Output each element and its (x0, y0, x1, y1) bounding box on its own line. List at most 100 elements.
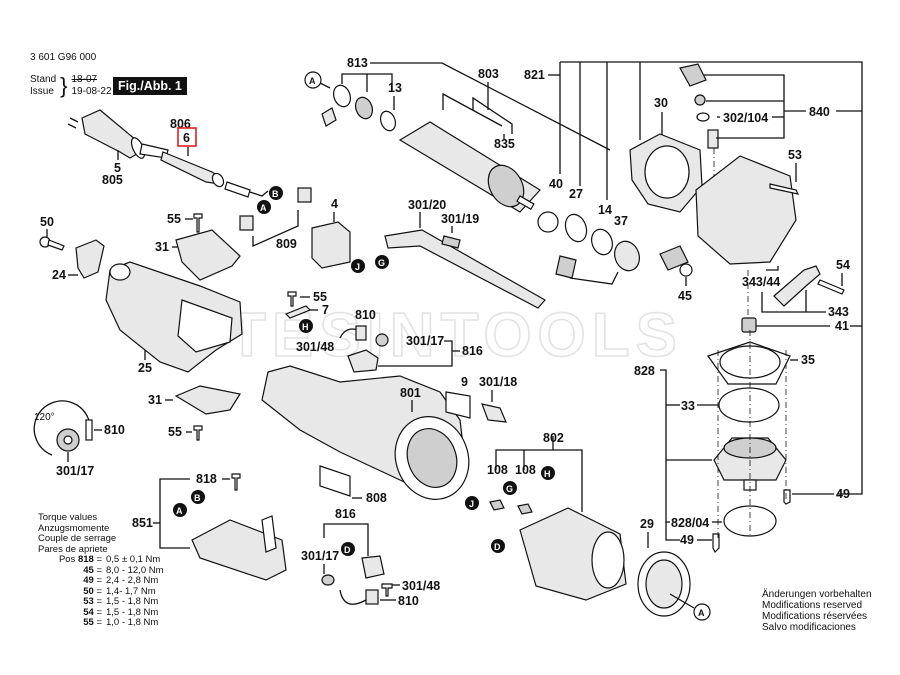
label-828: 828 (634, 364, 655, 378)
bushing-41 (741, 317, 757, 333)
label-33: 33 (681, 399, 695, 413)
torque-row: 54 = 1,5 - 1,8 Nm (83, 606, 159, 618)
spring-840 (694, 94, 706, 106)
label-5: 5 (114, 161, 121, 175)
label-301-18: 301/18 (479, 375, 517, 389)
label-810b: 810 (104, 423, 125, 437)
lock-button-840 (679, 63, 707, 87)
torque-heading-en: Torque values (38, 512, 98, 523)
label-angle: 120° (34, 412, 55, 423)
brush-pad (555, 255, 577, 279)
label-9: 9 (461, 375, 468, 389)
label-810c: 810 (398, 594, 419, 608)
label-40: 40 (549, 177, 563, 191)
cover-31a (175, 229, 241, 281)
label-55b: 55 (313, 290, 327, 304)
part-number: 3 601 G96 000 (30, 52, 97, 63)
svg-text:A: A (698, 608, 705, 618)
figure-label: Fig./Abb. 1 (113, 77, 187, 95)
stand-label: Stand (30, 74, 57, 85)
label-301-48b: 301/48 (402, 579, 440, 593)
label-53: 53 (788, 148, 802, 162)
nut-45 (679, 263, 693, 277)
air-guide-ring-29 (637, 551, 691, 617)
button-301-18 (481, 403, 507, 423)
label-343: 343 (828, 305, 849, 319)
bevel-gear-assembly (713, 437, 787, 491)
pin-840 (707, 129, 719, 149)
oring-33 (718, 387, 780, 423)
svg-text:D: D (494, 542, 501, 552)
connector-j-marker (351, 259, 365, 273)
connector-j-marker-2 (465, 496, 479, 510)
label-50: 50 (40, 215, 54, 229)
label-343-44: 343/44 (742, 275, 780, 289)
connector-b-marker (269, 186, 283, 200)
label-30: 30 (654, 96, 668, 110)
label-55c: 55 (168, 425, 182, 439)
label-31a: 31 (155, 240, 169, 254)
holder-851 (191, 519, 287, 581)
torque-row: 55 = 1,0 - 1,8 Nm (83, 617, 159, 628)
modif-de: Änderungen vorbehalten (762, 589, 872, 600)
label-29: 29 (640, 517, 654, 531)
clip-809-a (297, 187, 312, 203)
label-31b: 31 (148, 393, 162, 407)
label-54: 54 (836, 258, 850, 272)
connector-d-marker-2 (491, 539, 505, 553)
label-301-17c: 301/17 (301, 549, 339, 563)
svg-text:H: H (544, 469, 551, 479)
screw-55a (193, 213, 203, 233)
label-25: 25 (138, 361, 152, 375)
label-55a: 55 (167, 212, 181, 226)
svg-text:B: B (194, 493, 201, 503)
spring-301-17-left (33, 400, 93, 456)
screw-49a (783, 489, 791, 505)
torque-heading-de: Anzugsmomente (38, 522, 110, 534)
gear-cover-opening (644, 145, 690, 199)
label-13: 13 (388, 81, 402, 95)
torque-row: 49 = 2,4 - 2,8 Nm (83, 575, 159, 586)
torque-row: 50 = 1,4- 1,7 Nm (83, 585, 156, 597)
screw-818 (231, 473, 241, 491)
label-835: 835 (494, 137, 515, 151)
brace-icon: } (60, 73, 68, 98)
svg-text:J: J (469, 499, 474, 509)
label-24: 24 (52, 268, 66, 282)
connector-a-marker (257, 200, 271, 214)
torque-row: 53 = 1,5 - 1,8 Nm (83, 596, 159, 607)
label-301-48a: 301/48 (296, 340, 334, 354)
label-828-04: 828/04 (671, 516, 709, 530)
brush-810 (355, 325, 367, 341)
label-45: 45 (678, 289, 692, 303)
label-810a: 810 (355, 308, 376, 322)
bearing-14 (591, 228, 613, 256)
torque-values-table: Torque values Anzugsmomente Couple de se… (38, 512, 164, 629)
svg-text:G: G (378, 258, 385, 268)
svg-text:H: H (302, 322, 309, 332)
revision-info: Stand Issue } 18-07 19-08-22 (30, 74, 112, 98)
connector-g-marker-2 (503, 481, 517, 495)
label-plate-9 (445, 391, 471, 419)
modif-es: Salvo modificaciones (762, 622, 856, 633)
lever-343 (773, 265, 821, 307)
bearing-813a (332, 84, 352, 108)
svg-text:A: A (309, 76, 316, 86)
torque-heading-fr: Couple de serrage (38, 533, 117, 544)
gear-housing (695, 155, 797, 265)
connector-a-ring-1 (304, 71, 322, 89)
connector-g-marker (375, 255, 389, 269)
label-821: 821 (524, 68, 545, 82)
label-14: 14 (598, 203, 612, 217)
connector-b-marker-2 (191, 490, 205, 504)
label-851: 851 (132, 516, 153, 530)
screw-55c (193, 425, 203, 441)
connector-a-ring-2 (693, 603, 711, 621)
stator-802 (519, 507, 627, 601)
screw-54 (817, 279, 845, 295)
connector-h-marker-2 (541, 466, 555, 480)
label-301-17b: 301/17 (56, 464, 94, 478)
clip-809-b (239, 215, 254, 231)
connector-b-label: B (272, 189, 279, 199)
